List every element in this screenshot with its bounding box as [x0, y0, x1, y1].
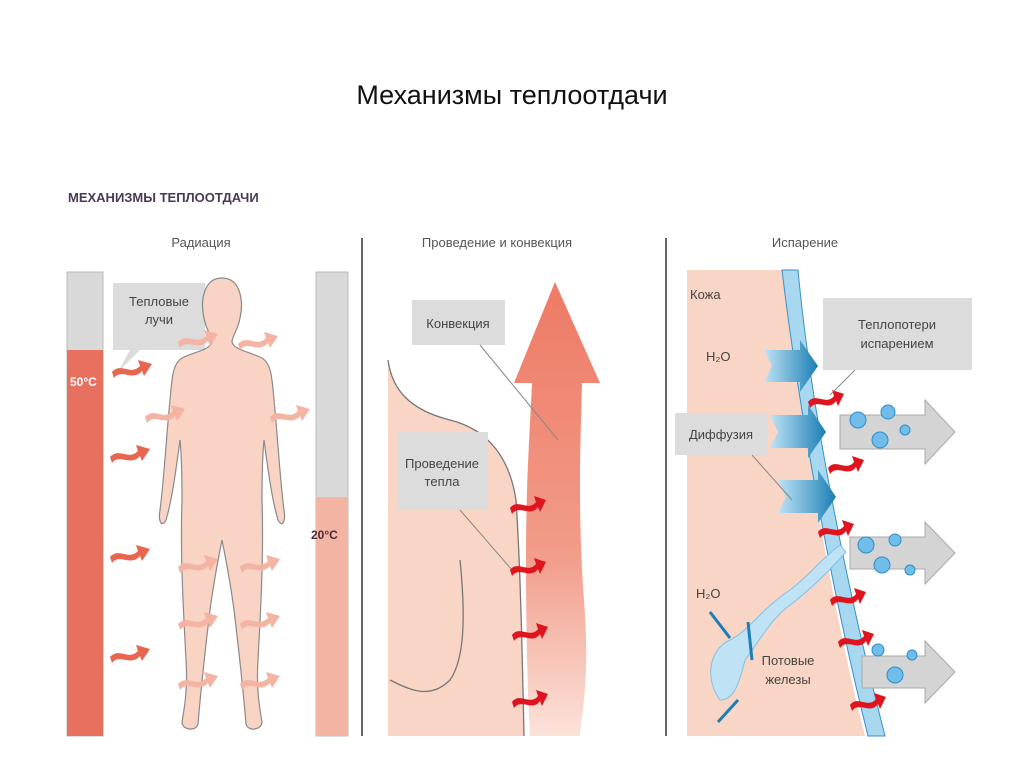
slide-title: Механизмы теплоотдачи	[356, 80, 668, 110]
diffusion-arrows	[764, 340, 836, 523]
label-line: лучи	[145, 312, 173, 327]
cool-temperature: 20°C	[311, 528, 338, 542]
panel-radiation: Радиация 50°C 20°C Тепловые лучи	[66, 235, 349, 737]
hot-thermometer-fill	[67, 350, 103, 736]
diagram-heading: МЕХАНИЗМЫ ТЕПЛООТДАЧИ	[68, 190, 259, 205]
diffusion-label: Диффузия	[675, 413, 793, 501]
skin-label: Кожа	[690, 287, 721, 302]
label-line: Конвекция	[426, 316, 489, 331]
water-label: H₂O	[696, 586, 721, 601]
heat-ray-icon	[110, 545, 150, 563]
label-line: Проведение	[405, 456, 479, 471]
skin-layer	[687, 270, 865, 736]
diffusion-arrow-icon	[778, 470, 836, 523]
heat-flow-arrow-icon	[828, 456, 864, 474]
sweat-arrows	[708, 611, 754, 724]
vapor-arrows	[839, 398, 956, 705]
label-line: железы	[765, 672, 810, 687]
water-label: H₂O	[706, 349, 731, 364]
diffusion-arrow-icon	[770, 405, 826, 458]
conduction-label: Проведение тепла	[397, 432, 513, 571]
sweat-gland	[710, 544, 847, 701]
label-line: Тепловые	[129, 294, 189, 309]
label-line: тепла	[425, 474, 461, 489]
panel-conduction-convection: Проведение и конвекция Конвекция Проведе…	[387, 235, 600, 737]
convection-label: Конвекция	[412, 300, 559, 441]
panel-title: Радиация	[171, 235, 230, 250]
panel-title: Проведение и конвекция	[422, 235, 572, 250]
heat-ray-icon	[110, 445, 150, 463]
convection-arrow-icon	[514, 282, 600, 736]
panel-evaporation: Испарение Кожа H₂O H₂O Потовые железы	[675, 235, 972, 737]
evaporation-loss-label: Теплопотери испарением	[823, 298, 972, 396]
label-line: Теплопотери	[858, 317, 936, 332]
label-line: Диффузия	[689, 427, 753, 442]
human-body-icon	[158, 277, 286, 730]
panel-title: Испарение	[772, 235, 838, 250]
heat-ray-icon	[112, 360, 152, 378]
label-line: испарением	[860, 336, 933, 351]
cool-thermometer-fill	[316, 497, 348, 736]
heat-ray-icon	[238, 332, 278, 350]
shoulder-skin	[388, 360, 524, 736]
diffusion-arrow-icon	[764, 340, 818, 392]
heat-ray-icon	[110, 645, 150, 663]
vapor-arrow-icon	[839, 398, 956, 466]
hot-temperature: 50°C	[70, 375, 97, 389]
vapor-arrow-icon	[861, 639, 956, 705]
label-line: Потовые	[762, 653, 815, 668]
